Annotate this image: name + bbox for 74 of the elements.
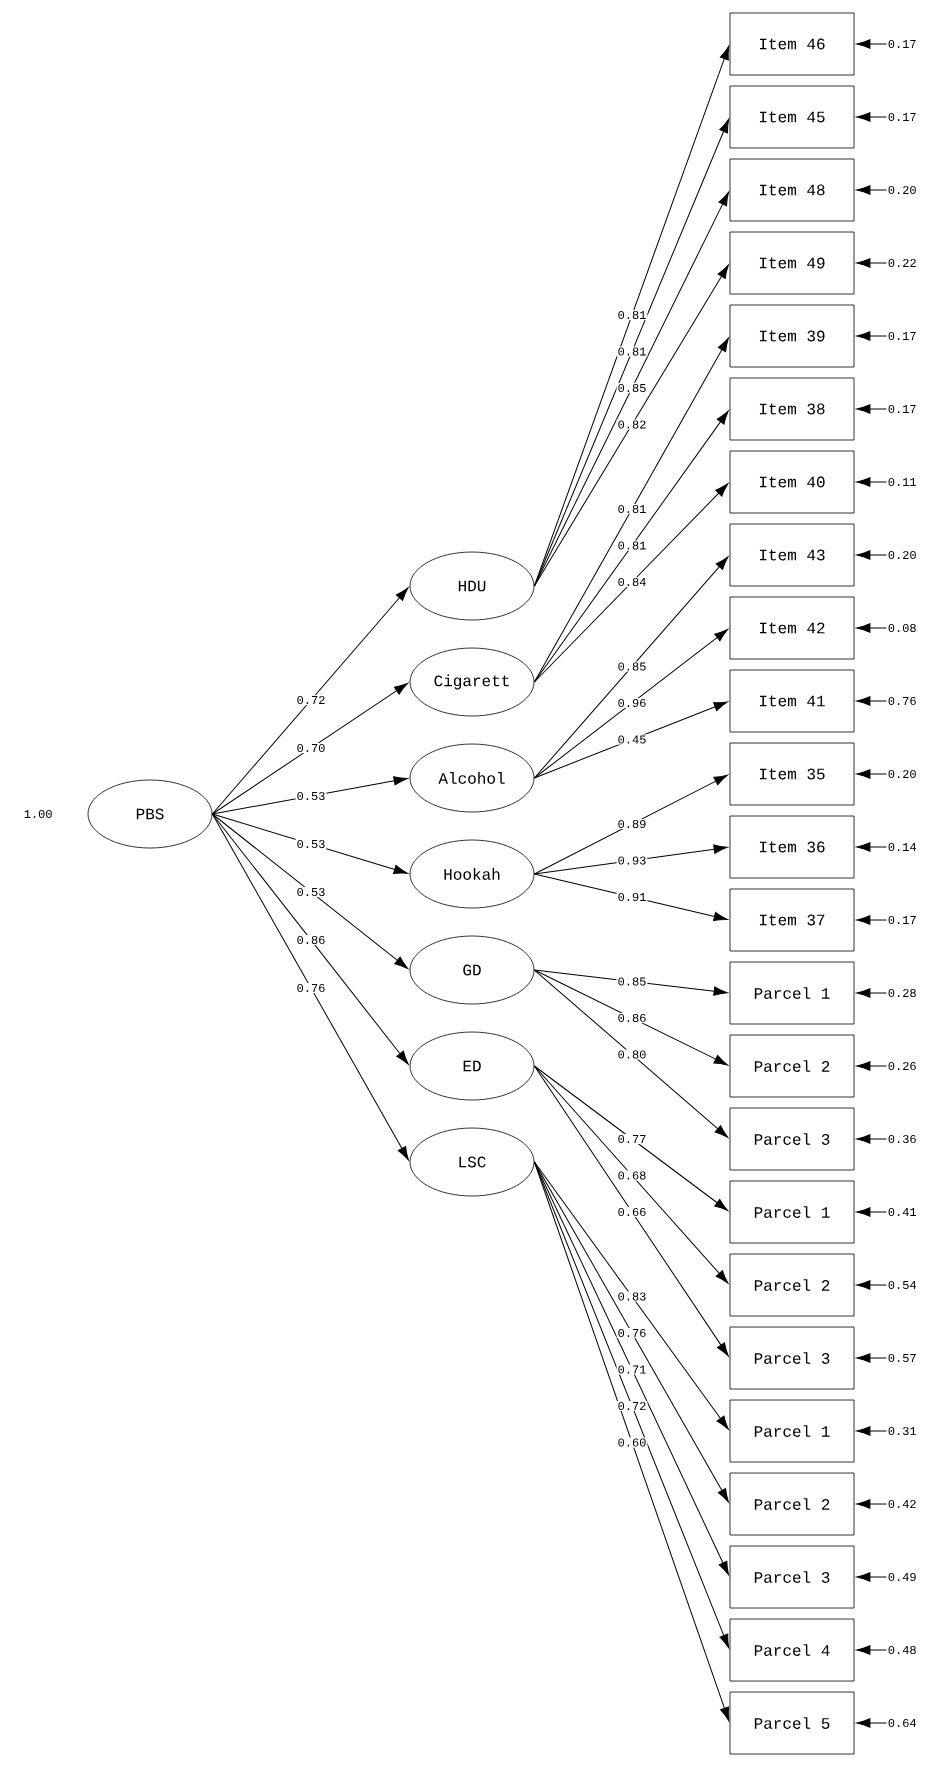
path-arrow	[211, 813, 409, 1161]
indicator-box: Parcel 1	[729, 1399, 855, 1463]
path-arrow	[533, 701, 728, 779]
indicator-box: Parcel 1	[729, 961, 855, 1025]
error-arrow	[856, 1061, 887, 1071]
path-arrow	[533, 556, 729, 779]
path-arrow	[211, 682, 409, 815]
path-arrow	[533, 264, 729, 587]
error-arrow	[856, 1426, 887, 1436]
error-arrow	[856, 550, 887, 560]
path-arrow	[533, 1065, 729, 1284]
error-arrow	[856, 1645, 887, 1655]
path-arrow	[533, 1161, 729, 1430]
path-arrow	[533, 1065, 729, 1357]
path-arrow	[533, 1065, 729, 1212]
indicator-box: Item 36	[729, 815, 855, 879]
indicator-box: Item 49	[729, 231, 855, 295]
path-arrow	[533, 969, 728, 996]
error-arrow	[856, 1353, 887, 1363]
error-arrow	[856, 1280, 887, 1290]
error-arrow	[856, 1134, 887, 1144]
error-arrow	[856, 258, 887, 268]
error-arrow	[856, 1207, 887, 1217]
indicator-box: Item 42	[729, 596, 855, 660]
error-arrow	[856, 477, 887, 487]
indicator-box: Item 46	[729, 12, 855, 76]
path-arrow	[211, 813, 408, 874]
path-arrow	[533, 191, 730, 587]
indicator-box: Item 43	[729, 523, 855, 587]
indicator-box: Parcel 5	[729, 1691, 855, 1755]
path-arrow	[211, 587, 409, 815]
indicator-box: Item 35	[729, 742, 855, 806]
indicator-box: Parcel 1	[729, 1180, 855, 1244]
path-arrow	[533, 774, 728, 875]
error-arrow	[856, 988, 887, 998]
indicator-box: Item 37	[729, 888, 855, 952]
indicator-box: Parcel 4	[729, 1618, 855, 1682]
error-arrow	[856, 623, 887, 633]
indicator-box: Parcel 3	[729, 1326, 855, 1390]
path-arrow	[533, 483, 729, 683]
error-arrow	[856, 1718, 887, 1728]
error-arrow	[856, 39, 887, 49]
indicator-box: Item 38	[729, 377, 855, 441]
indicator-box: Parcel 2	[729, 1253, 855, 1317]
path-arrow	[533, 410, 729, 683]
indicator-box: Parcel 2	[729, 1034, 855, 1098]
path-arrow	[533, 873, 728, 922]
indicator-box: Item 39	[729, 304, 855, 368]
error-arrow	[856, 331, 887, 341]
path-arrow	[533, 844, 728, 875]
path-arrow	[533, 1161, 729, 1503]
error-arrow	[856, 842, 887, 852]
error-arrow	[856, 769, 887, 779]
error-arrow	[856, 112, 887, 122]
indicator-box: Parcel 3	[729, 1545, 855, 1609]
path-arrow	[211, 813, 409, 969]
error-arrow	[856, 1572, 887, 1582]
path-arrow	[533, 337, 729, 683]
error-arrow	[856, 696, 887, 706]
path-arrow	[211, 813, 409, 1065]
indicator-box: Item 41	[729, 669, 855, 733]
error-arrow	[856, 915, 887, 925]
path-arrow	[533, 629, 729, 779]
path-arrow	[533, 969, 729, 1138]
indicator-box: Parcel 3	[729, 1107, 855, 1171]
path-arrow	[533, 969, 728, 1066]
indicator-box: Item 48	[729, 158, 855, 222]
error-arrow	[856, 404, 887, 414]
indicator-box: Item 45	[729, 85, 855, 149]
indicator-box: Parcel 2	[729, 1472, 855, 1536]
path-arrow	[211, 776, 408, 815]
error-arrow	[856, 1499, 887, 1509]
indicator-box: Item 40	[729, 450, 855, 514]
error-arrow	[856, 185, 887, 195]
